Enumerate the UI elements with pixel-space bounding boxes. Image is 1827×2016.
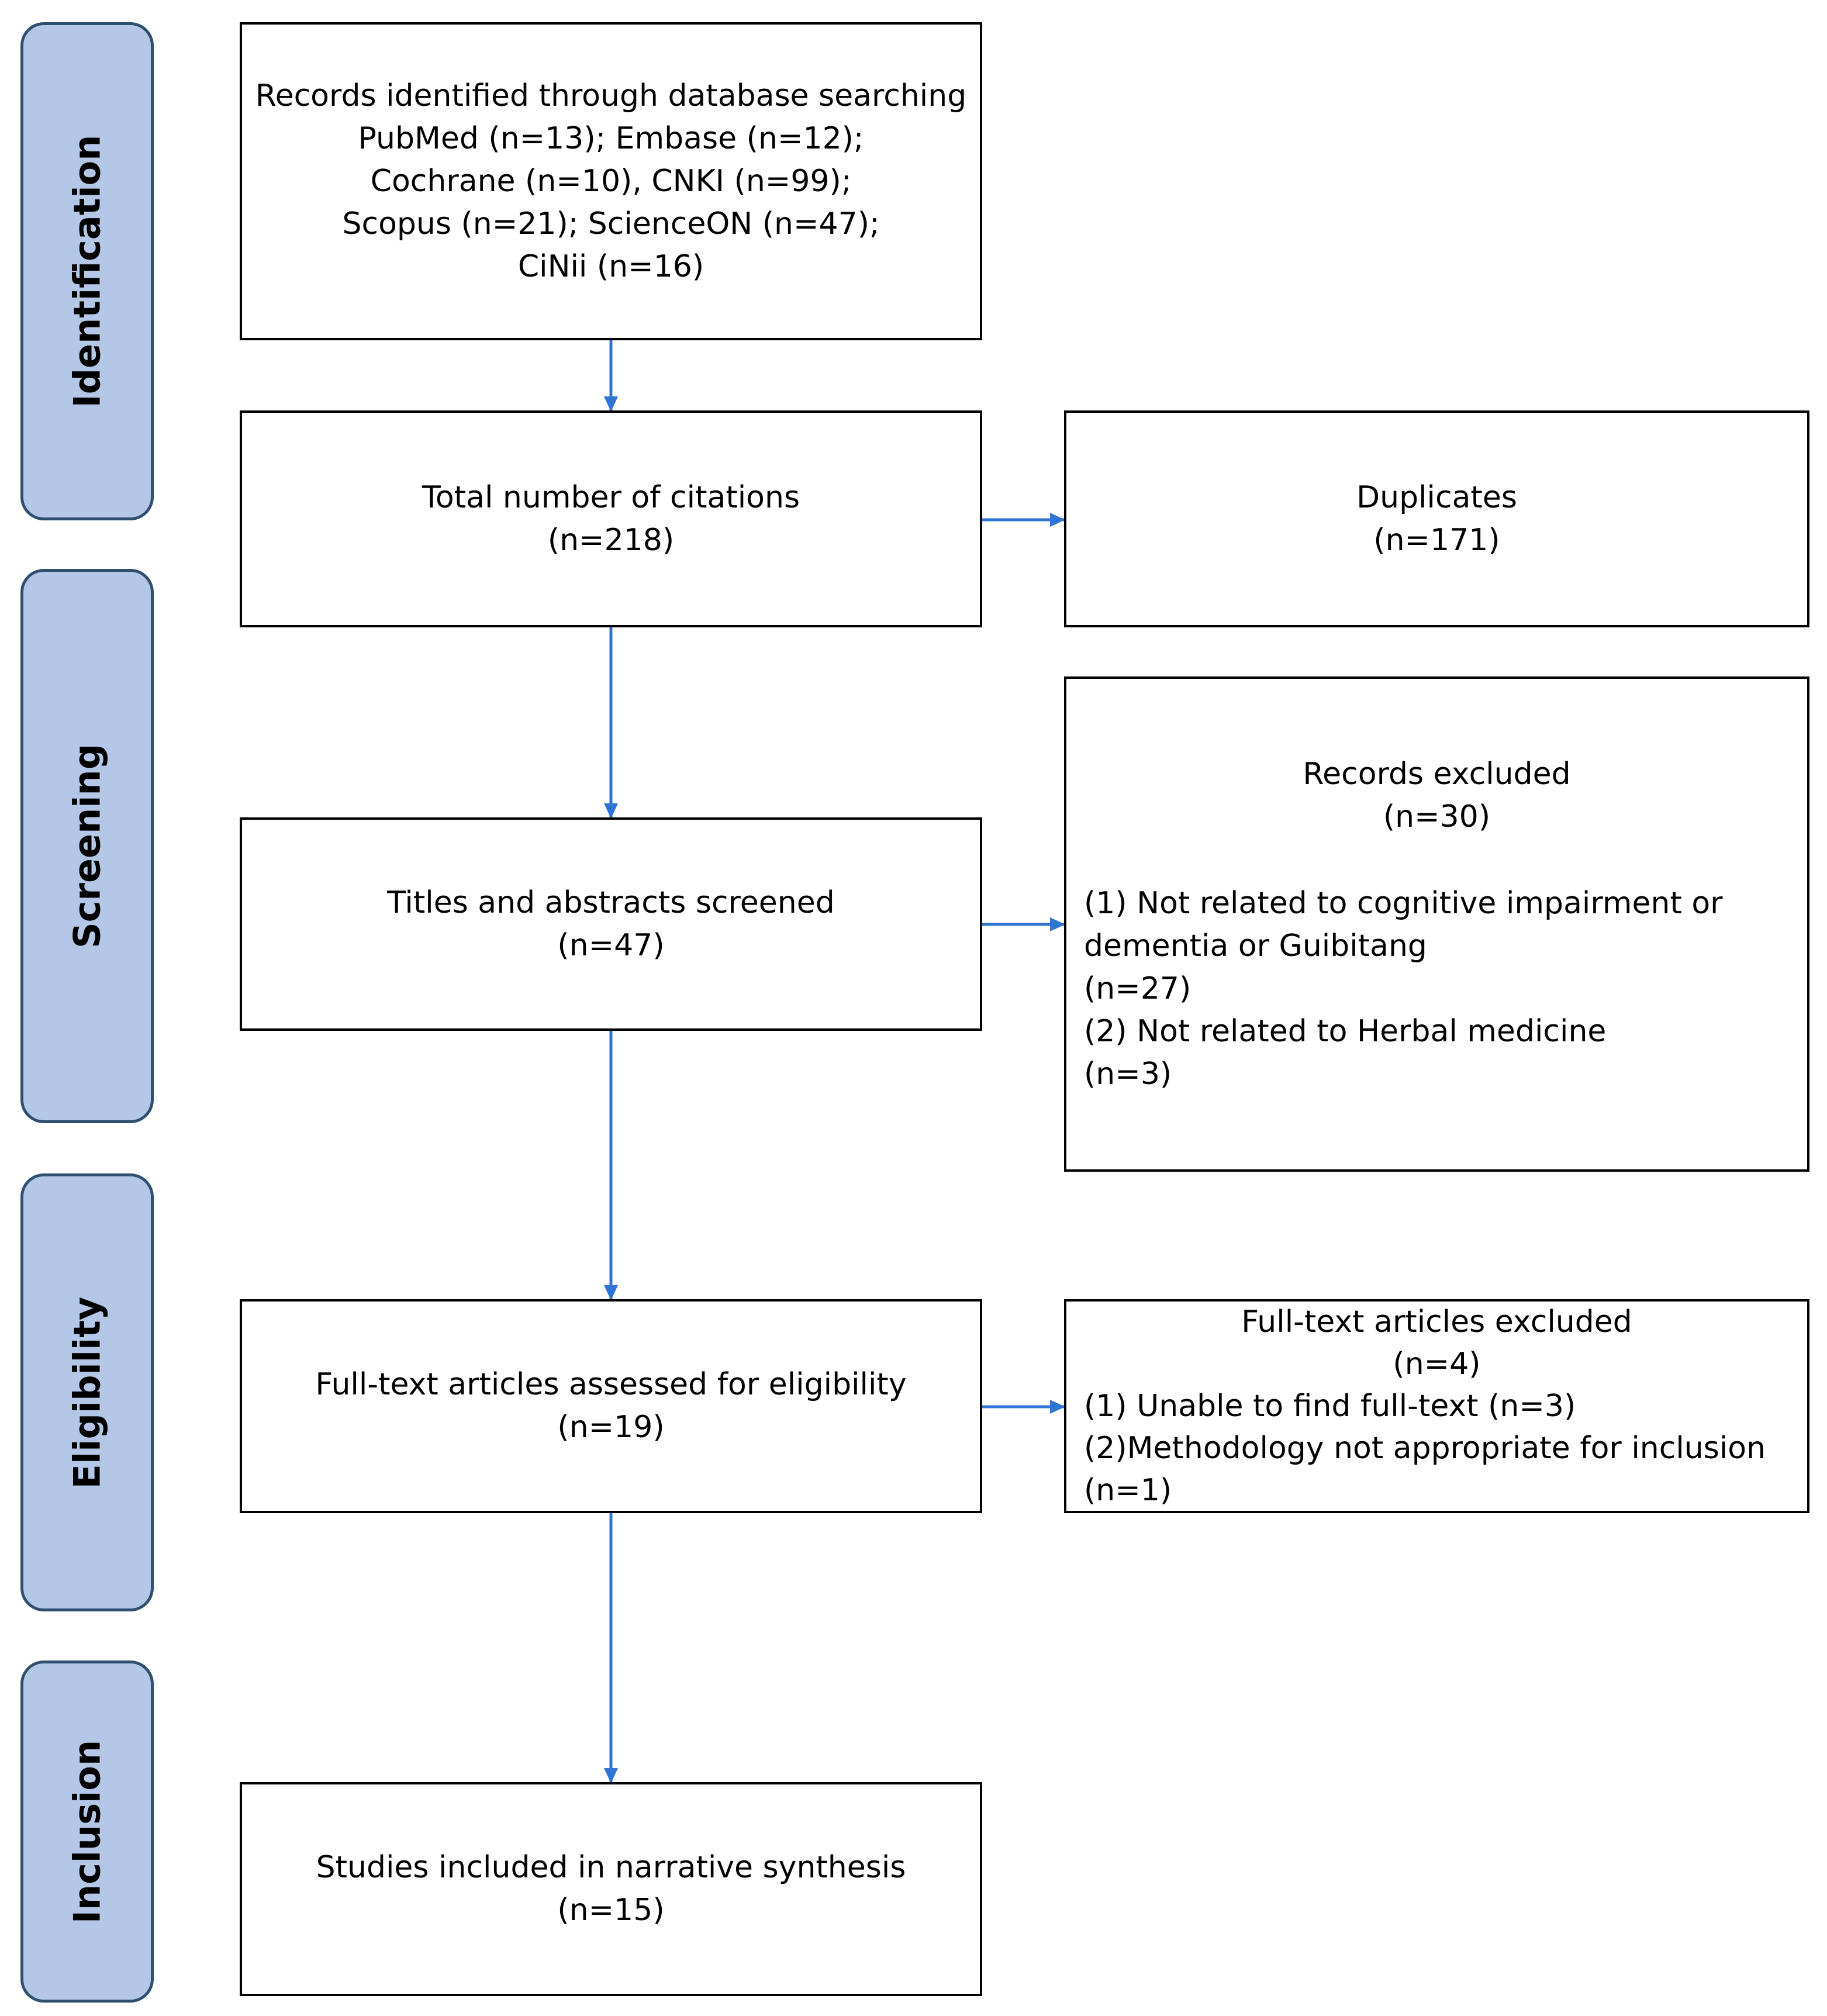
records-excluded-reason: (2) Not related to Herbal medicine bbox=[1084, 1013, 1607, 1049]
fulltext-assessed-count: (n=19) bbox=[557, 1410, 665, 1445]
records-excluded-reason: (n=27) bbox=[1084, 971, 1191, 1006]
studies-included-label: Studies included in narrative synthesis bbox=[316, 1850, 906, 1885]
titles-screened-count: (n=47) bbox=[557, 927, 665, 963]
records-identified-line: CiNii (n=16) bbox=[517, 248, 704, 284]
fulltext-excluded-box: Full-text articles excluded (n=4) (1) Un… bbox=[1064, 1299, 1809, 1513]
records-identified-box: Records identified through database sear… bbox=[240, 22, 982, 340]
duplicates-box: Duplicates (n=171) bbox=[1064, 410, 1809, 627]
records-identified-line: Scopus (n=21); ScienceON (n=47); bbox=[342, 206, 880, 241]
records-excluded-label: Records excluded bbox=[1303, 756, 1571, 792]
total-citations-box: Total number of citations (n=218) bbox=[240, 410, 982, 627]
total-citations-count: (n=218) bbox=[547, 522, 675, 558]
stage-screening: Screening bbox=[20, 569, 154, 1123]
records-excluded-reason: dementia or Guibitang bbox=[1084, 928, 1427, 964]
fulltext-excluded-label: Full-text articles excluded bbox=[1241, 1304, 1632, 1340]
records-identified-line: Records identified through database sear… bbox=[255, 78, 967, 113]
titles-screened-box: Titles and abstracts screened (n=47) bbox=[240, 817, 982, 1031]
fulltext-excluded-count: (n=4) bbox=[1393, 1347, 1481, 1382]
duplicates-count: (n=171) bbox=[1373, 522, 1500, 558]
stage-identification: Identification bbox=[20, 22, 154, 520]
stage-inclusion: Inclusion bbox=[20, 1661, 154, 2003]
records-excluded-box: Records excluded (n=30) (1) Not related … bbox=[1064, 676, 1809, 1172]
total-citations-label: Total number of citations bbox=[422, 479, 800, 515]
records-identified-line: Cochrane (n=10), CNKI (n=99); bbox=[370, 163, 852, 199]
records-excluded-reason: (n=3) bbox=[1084, 1056, 1172, 1092]
duplicates-label: Duplicates bbox=[1356, 479, 1517, 515]
titles-screened-label: Titles and abstracts screened bbox=[387, 885, 835, 920]
stage-eligibility: Eligibility bbox=[20, 1173, 154, 1611]
studies-included-count: (n=15) bbox=[557, 1893, 665, 1928]
records-excluded-count: (n=30) bbox=[1383, 799, 1491, 834]
fulltext-excluded-reason: (1) Unable to find full-text (n=3) bbox=[1084, 1389, 1576, 1424]
fulltext-assessed-label: Full-text articles assessed for eligibil… bbox=[315, 1367, 907, 1402]
records-identified-line: PubMed (n=13); Embase (n=12); bbox=[358, 120, 864, 156]
studies-included-box: Studies included in narrative synthesis … bbox=[240, 1782, 982, 1996]
records-excluded-reason: (1) Not related to cognitive impairment … bbox=[1084, 885, 1723, 921]
fulltext-excluded-reason: (n=1) bbox=[1084, 1473, 1172, 1508]
fulltext-excluded-reason: (2)Methodology not appropriate for inclu… bbox=[1084, 1431, 1766, 1466]
fulltext-assessed-box: Full-text articles assessed for eligibil… bbox=[240, 1299, 982, 1513]
